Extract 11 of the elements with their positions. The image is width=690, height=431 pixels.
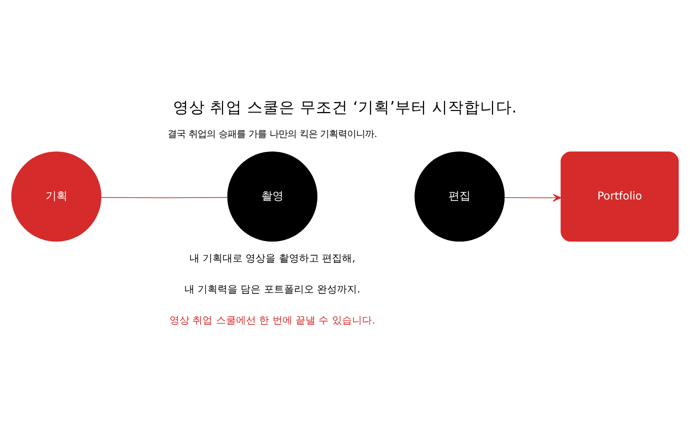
node-circle: 기획 <box>11 151 102 242</box>
diagram-title: 영상 취업 스쿨은 무조건 ‘기획’부터 시작합니다. <box>173 98 517 116</box>
label: 영상 취업 스쿨에선 한 번에 끝낼 수 있습니다. <box>170 315 376 326</box>
label: 내 기획력을 담은 포트폴리오 완성까지. <box>184 284 360 295</box>
label: 내 기획대로 영상을 촬영하고 편집해, <box>189 252 356 264</box>
connector <box>100 196 228 198</box>
node-box: Portfolio <box>560 151 679 242</box>
label: 결국 취업의 승패를 가를 나만의 킥은 기획력이니까. <box>167 128 378 140</box>
arrow <box>504 193 562 202</box>
node-circle: 편집 <box>414 151 505 242</box>
node-circle: 촬영 <box>227 151 318 242</box>
